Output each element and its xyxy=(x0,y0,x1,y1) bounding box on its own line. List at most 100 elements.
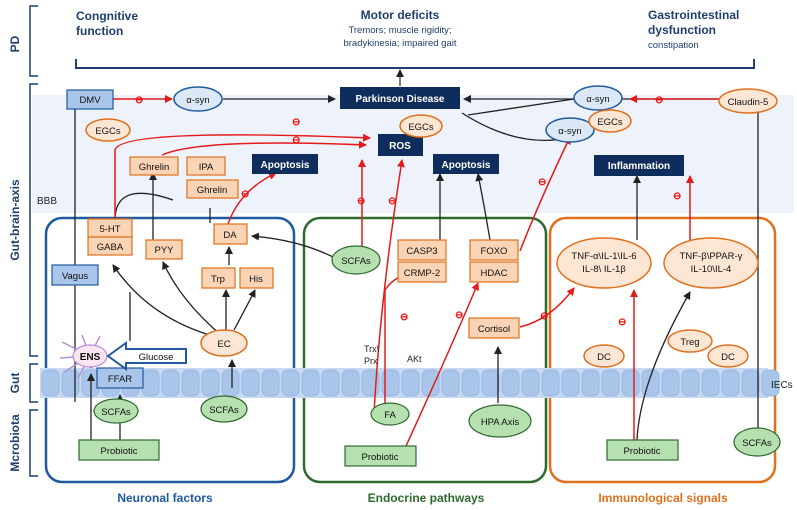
dc-left-node: DC xyxy=(583,344,625,368)
motor-sub-1: Tremors; muscle rigidity; xyxy=(348,25,451,36)
epithelial-cell xyxy=(441,369,460,397)
inhibit-symbol: ⊖ xyxy=(292,135,300,146)
motor-title: Motor deficits xyxy=(361,8,440,22)
pyy-box xyxy=(145,239,183,260)
asyn-left-node: α-syn xyxy=(173,86,223,112)
orange-boxes xyxy=(87,156,520,339)
foxo-box xyxy=(469,239,519,261)
lane-label-pd: PD xyxy=(8,35,22,52)
epithelial-cell xyxy=(621,369,640,397)
gaba-label: GABA xyxy=(97,242,124,253)
epithelial-cell xyxy=(421,369,440,397)
tnf-label-2: IL-8\ IL-1β xyxy=(582,264,626,275)
intestinal-epithelium xyxy=(40,368,780,398)
ffar-label: FFAR xyxy=(108,374,132,385)
epithelial-cell xyxy=(41,369,60,397)
epithelial-cell xyxy=(221,369,240,397)
epithelial-cell xyxy=(721,369,740,397)
ens-label: ENS xyxy=(80,352,101,363)
epithelial-cell xyxy=(641,369,660,397)
gaba-box xyxy=(87,236,133,256)
inhibit-symbol: ⊖ xyxy=(388,196,396,207)
asyn-right-mid-node: α-syn xyxy=(545,117,595,143)
crmp2-label: CRMP-2 xyxy=(404,268,440,279)
epithelial-cell xyxy=(61,369,80,397)
egcs-mid-node: EGCs xyxy=(399,114,443,138)
gastro-title-2: dysfunction xyxy=(648,23,716,37)
parkinson-disease-node: Parkinson Disease xyxy=(340,87,460,109)
scfas-left-node: SCFAs xyxy=(93,398,139,424)
footer-immunological: Immunological signals xyxy=(598,491,728,505)
epithelial-cell xyxy=(481,369,500,397)
his-label: His xyxy=(249,274,263,285)
inhibit-symbol: ⊖ xyxy=(455,310,463,321)
egcs-mid-label: EGCs xyxy=(408,122,434,133)
egcs-right-label: EGCs xyxy=(597,117,623,128)
prx-label: Prx xyxy=(364,356,378,366)
inhibit-symbol: ⊖ xyxy=(135,95,143,106)
glucose-label: Glucose xyxy=(139,352,174,363)
fa-node: FA xyxy=(370,402,410,426)
ros-label: ROS xyxy=(389,141,411,152)
casp3-box xyxy=(397,239,447,261)
probiotic-mid-node: Probiotic xyxy=(344,445,417,467)
lane-brackets xyxy=(29,5,38,477)
ec-label: EC xyxy=(217,339,230,350)
ens-neuron: ENS xyxy=(59,334,108,379)
fa-label: FA xyxy=(384,410,396,421)
epithelial-cell xyxy=(661,369,680,397)
parkinson-disease-label: Parkinson Disease xyxy=(356,94,445,105)
probiotic-right-label: Probiotic xyxy=(624,446,661,457)
epithelial-cell xyxy=(701,369,720,397)
black-connectors xyxy=(74,95,759,441)
treg-node: Treg xyxy=(667,329,713,353)
apoptosis-left-node: Apoptosis xyxy=(252,154,318,174)
epithelial-cell xyxy=(321,369,340,397)
trx-label: Trx\ xyxy=(364,344,380,354)
scfas-right-node: SCFAs xyxy=(733,427,781,457)
iecs-label: IECs xyxy=(771,380,793,391)
ros-node: ROS xyxy=(378,134,423,156)
epithelial-cell xyxy=(681,369,700,397)
scfas-mid-label: SCFAs xyxy=(341,256,371,267)
gastro-sub: constipation xyxy=(648,40,699,51)
claudin-label: Claudin-5 xyxy=(728,97,769,108)
bbb-label: BBB xyxy=(37,196,57,207)
crmp2-box xyxy=(397,261,447,283)
tnf-label-1: TNF-α\IL-1\IL-6 xyxy=(571,251,636,262)
cortisol-label: Cortisol xyxy=(478,324,510,335)
dmv-node: DMV xyxy=(66,89,114,110)
vagus-node: Vagus xyxy=(51,264,99,286)
epithelial-cell xyxy=(401,369,420,397)
tnf-node: TNF-α\IL-1\IL-6 IL-8\ IL-1β xyxy=(556,237,652,289)
epithelial-cell xyxy=(601,369,620,397)
ghrelin2-box xyxy=(186,179,239,199)
epithelial-cell xyxy=(261,369,280,397)
epithelial-cell xyxy=(301,369,320,397)
inhibit-symbol: ⊖ xyxy=(292,117,300,128)
pyy-label: PYY xyxy=(154,245,174,256)
vagus-label: Vagus xyxy=(62,271,88,282)
ghrelin-box xyxy=(129,156,179,176)
treg-label: Treg xyxy=(680,337,699,348)
asyn-right-top-node: α-syn xyxy=(573,85,623,111)
probiotic-left-node: Probiotic xyxy=(78,439,160,461)
da-label: DA xyxy=(223,230,237,241)
lane-label-mcrobiota: Mcrobiota xyxy=(8,414,22,472)
inhibit-symbol: ⊖ xyxy=(538,177,546,188)
inhibit-symbol: ⊖ xyxy=(618,317,626,328)
epithelial-cell xyxy=(201,369,220,397)
top-bracket xyxy=(75,59,755,69)
scfas-mid-node: SCFAs xyxy=(331,245,381,275)
tgf-label-2: IL-10\IL-4 xyxy=(691,264,732,275)
motor-sub-2: bradykinesia; impaired gait xyxy=(343,38,456,49)
epithelial-cell xyxy=(241,369,260,397)
inhibit-symbol: ⊖ xyxy=(400,312,408,323)
egcs-left-node: EGCs xyxy=(85,118,131,142)
ghrelin-label: Ghrelin xyxy=(139,162,170,173)
gastro-title-1: Gastrointestinal xyxy=(648,8,739,22)
inhibition-symbols: ⊖ ⊖ ⊖ ⊖ ⊖ ⊖ ⊖ ⊖ ⊖ ⊖ ⊖ ⊖ ⊖ xyxy=(135,95,681,328)
hpa-node: HPA Axis xyxy=(468,404,532,438)
ipa-box xyxy=(186,156,226,176)
